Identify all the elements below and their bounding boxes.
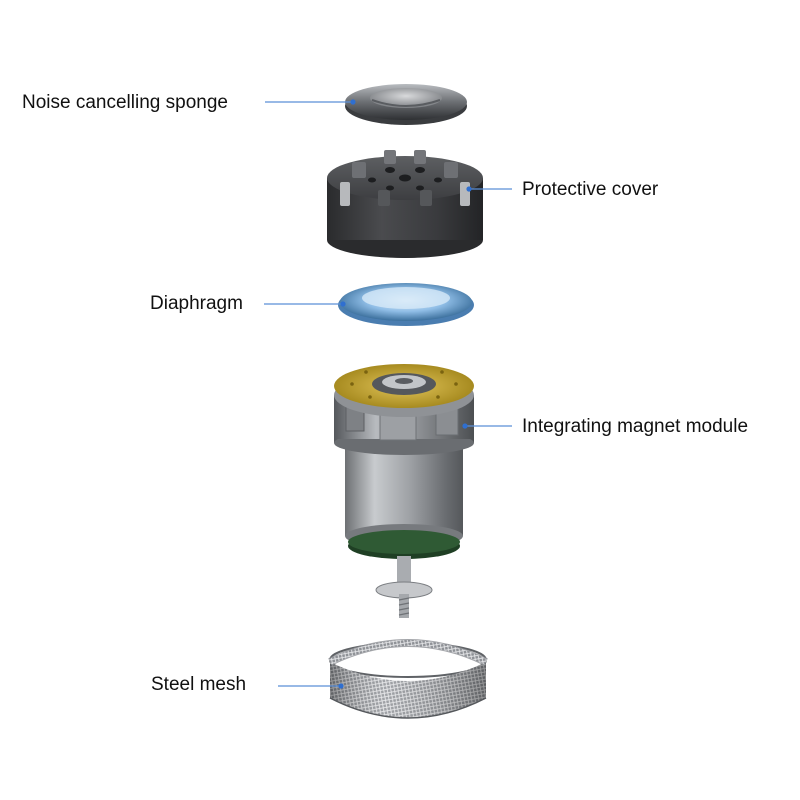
label-noise-cancelling-sponge: Noise cancelling sponge — [22, 92, 228, 113]
steel-mesh-part — [328, 639, 488, 719]
protective-cover-part — [327, 150, 483, 258]
sponge-part — [345, 84, 467, 125]
label-steel-mesh: Steel mesh — [151, 674, 247, 695]
leader-lines — [264, 99, 512, 689]
leader-dot-cover — [466, 186, 472, 192]
magnet-module-part — [334, 364, 474, 618]
label-diaphragm: Diaphragm — [150, 293, 243, 314]
label-integrating-magnet-module: Integrating magnet module — [522, 416, 749, 437]
leader-dot-mesh — [338, 683, 344, 689]
diaphragm-part — [338, 283, 474, 326]
label-protective-cover: Protective cover — [522, 179, 659, 200]
leader-dot-diaphragm — [340, 301, 346, 307]
leader-dot-magnet — [462, 423, 468, 429]
leader-dot-sponge — [350, 99, 356, 105]
